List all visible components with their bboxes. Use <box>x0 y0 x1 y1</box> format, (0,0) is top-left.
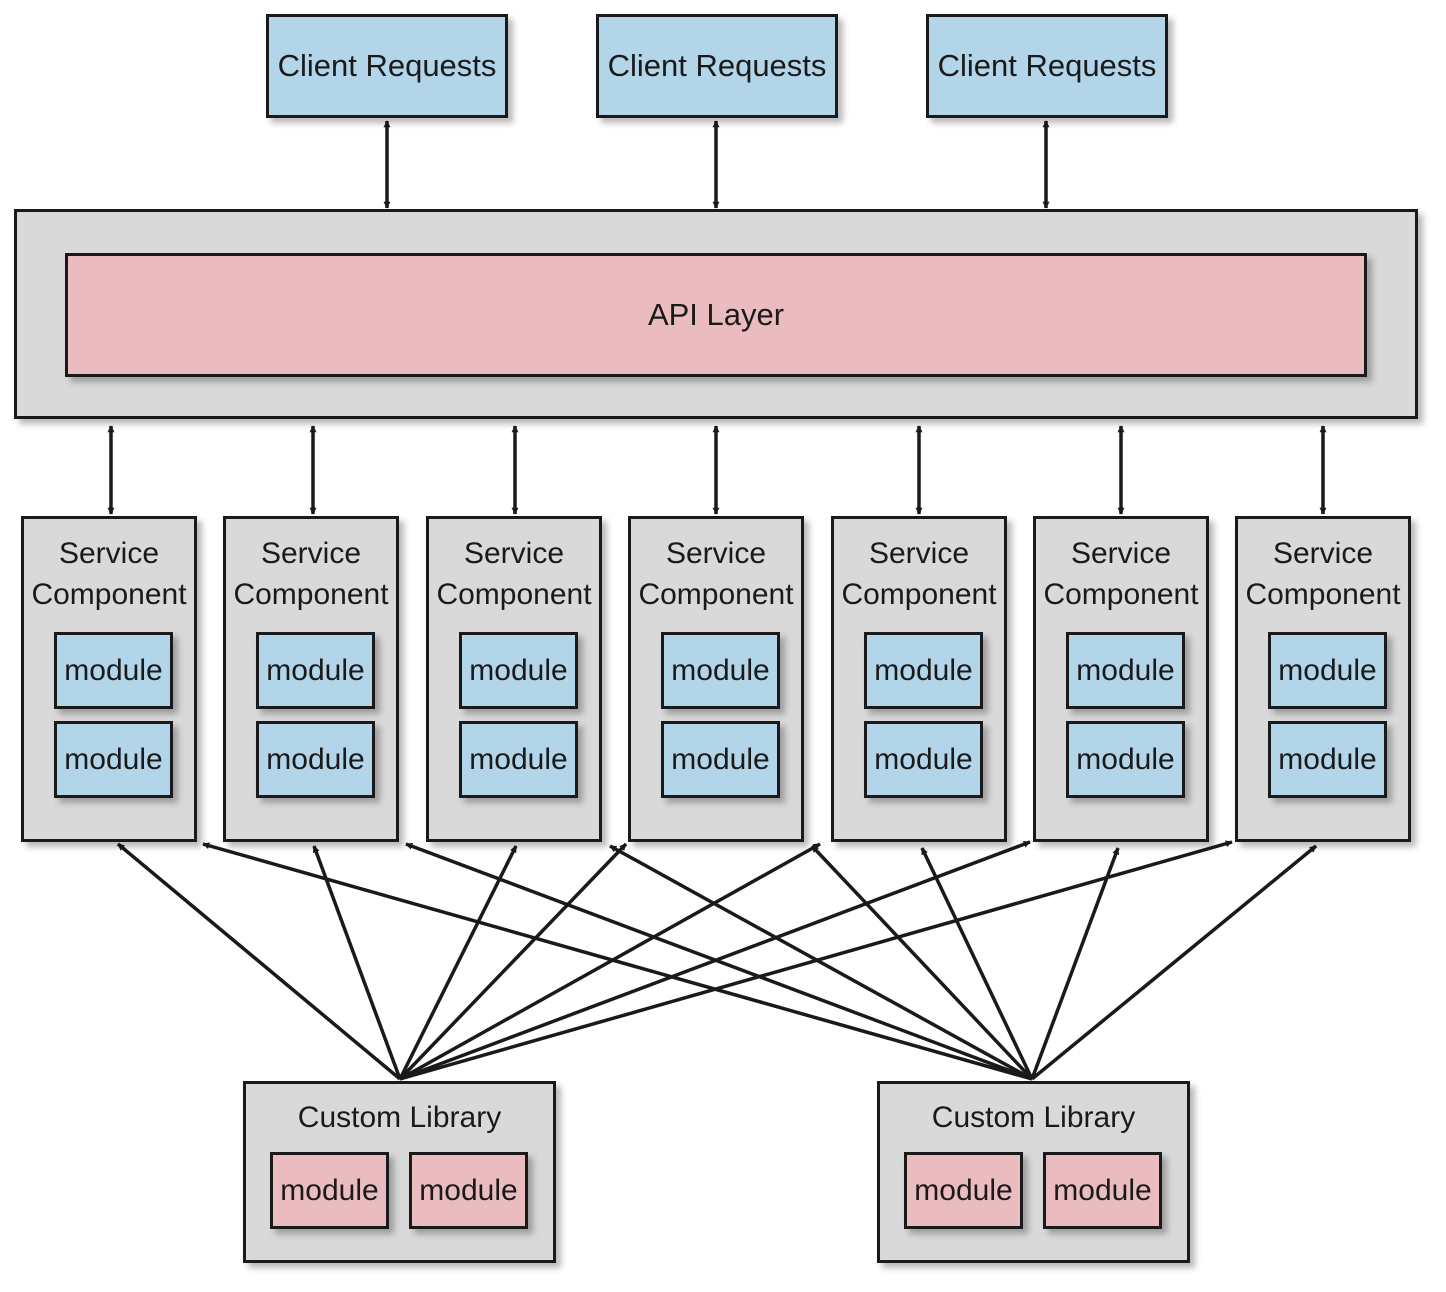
client-requests-label: Client Requests <box>937 48 1157 83</box>
service-component: Service Component module module <box>1235 516 1411 842</box>
module-label: module <box>1053 1173 1152 1207</box>
client-requests-box: Client Requests <box>596 14 838 118</box>
library-module: module <box>904 1152 1023 1229</box>
library-module: module <box>409 1152 528 1229</box>
api-layer-label: API Layer <box>647 297 785 332</box>
library-service-arrow <box>399 842 821 1081</box>
service-module: module <box>54 721 173 798</box>
service-module: module <box>54 632 173 709</box>
service-module: module <box>661 721 780 798</box>
library-service-arrow <box>312 845 402 1080</box>
library-service-arrow <box>609 844 1033 1081</box>
library-service-arrow <box>1030 844 1318 1081</box>
service-module: module <box>1268 721 1387 798</box>
service-component-title: Service Component <box>233 537 389 611</box>
service-component: Service Component module module <box>628 516 804 842</box>
service-module: module <box>661 632 780 709</box>
client-requests-box: Client Requests <box>266 14 508 118</box>
api-layer-box: API Layer <box>65 253 1367 377</box>
module-label: module <box>1076 742 1175 776</box>
module-label: module <box>266 653 365 687</box>
service-module: module <box>1066 721 1185 798</box>
service-component: Service Component module module <box>21 516 197 842</box>
library-service-arrow <box>920 847 1034 1080</box>
service-component-title: Service Component <box>31 537 187 611</box>
library-service-arrow <box>398 845 518 1080</box>
library-module: module <box>270 1152 389 1229</box>
custom-library-title: Custom Library <box>297 1101 502 1134</box>
service-module: module <box>864 721 983 798</box>
module-label: module <box>671 653 770 687</box>
module-label: module <box>280 1173 379 1207</box>
client-requests-box: Client Requests <box>926 14 1168 118</box>
service-module: module <box>1268 632 1387 709</box>
custom-library: Custom Library module module <box>877 1081 1190 1263</box>
service-component-title: Service Component <box>1245 537 1401 611</box>
service-module: module <box>864 632 983 709</box>
client-requests-label: Client Requests <box>607 48 827 83</box>
client-requests-label: Client Requests <box>277 48 497 83</box>
module-label: module <box>1278 742 1377 776</box>
library-module: module <box>1043 1152 1162 1229</box>
module-label: module <box>469 742 568 776</box>
service-component-title: Service Component <box>1043 537 1199 611</box>
service-module: module <box>459 721 578 798</box>
module-label: module <box>671 742 770 776</box>
module-label: module <box>1076 653 1175 687</box>
library-service-arrow <box>202 842 1033 1081</box>
library-service-arrow <box>398 842 628 1081</box>
service-component: Service Component module module <box>831 516 1007 842</box>
library-service-arrow <box>1030 847 1120 1080</box>
module-label: module <box>64 742 163 776</box>
service-module: module <box>256 721 375 798</box>
service-component-title: Service Component <box>638 537 794 611</box>
service-module: module <box>1066 632 1185 709</box>
module-label: module <box>874 653 973 687</box>
service-component: Service Component module module <box>426 516 602 842</box>
module-label: module <box>914 1173 1013 1207</box>
library-service-arrow <box>810 844 1034 1081</box>
service-component: Service Component module module <box>1033 516 1209 842</box>
custom-library: Custom Library module module <box>243 1081 556 1263</box>
library-service-arrow <box>405 842 1033 1081</box>
module-label: module <box>469 653 568 687</box>
service-component: Service Component module module <box>223 516 399 842</box>
module-label: module <box>1278 653 1377 687</box>
module-label: module <box>419 1173 518 1207</box>
module-label: module <box>64 653 163 687</box>
custom-library-title: Custom Library <box>931 1101 1136 1134</box>
service-module: module <box>256 632 375 709</box>
service-module: module <box>459 632 578 709</box>
module-label: module <box>874 742 973 776</box>
library-service-arrow <box>116 842 402 1081</box>
module-label: module <box>266 742 365 776</box>
service-component-title: Service Component <box>841 537 997 611</box>
service-component-title: Service Component <box>436 537 592 611</box>
